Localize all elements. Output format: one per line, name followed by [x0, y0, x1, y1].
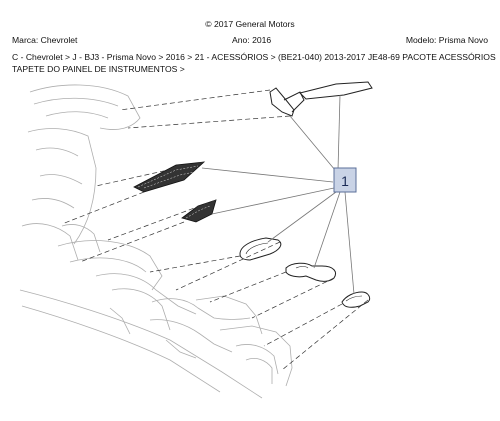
console-outline [19, 84, 293, 399]
part-small-mat[interactable] [341, 291, 371, 308]
model-label: Modelo: Prisma Novo [405, 35, 488, 45]
copyright-text: © 2017 General Motors [205, 19, 295, 29]
year-label: Ano: 2016 [232, 35, 272, 45]
part-number-callout[interactable]: 1 [333, 167, 357, 193]
brand-label: Marca: Chevrolet [12, 35, 78, 45]
part-vent-mat-left[interactable] [133, 161, 206, 193]
callout-leader-lines [201, 94, 355, 295]
part-category-link[interactable]: TAPETE DO PAINEL DE INSTRUMENTOS > [12, 64, 185, 74]
dashed-leader-lines [61, 89, 369, 371]
callout-number: 1 [341, 173, 349, 189]
part-tray-mat[interactable] [239, 237, 282, 261]
part-upper-mat[interactable] [269, 81, 373, 117]
part-cupholder-mat[interactable] [285, 262, 336, 282]
part-vent-mat-right[interactable] [181, 199, 217, 223]
catalog-breadcrumb: C - Chevrolet > J - BJ3 - Prisma Novo > … [12, 52, 496, 62]
